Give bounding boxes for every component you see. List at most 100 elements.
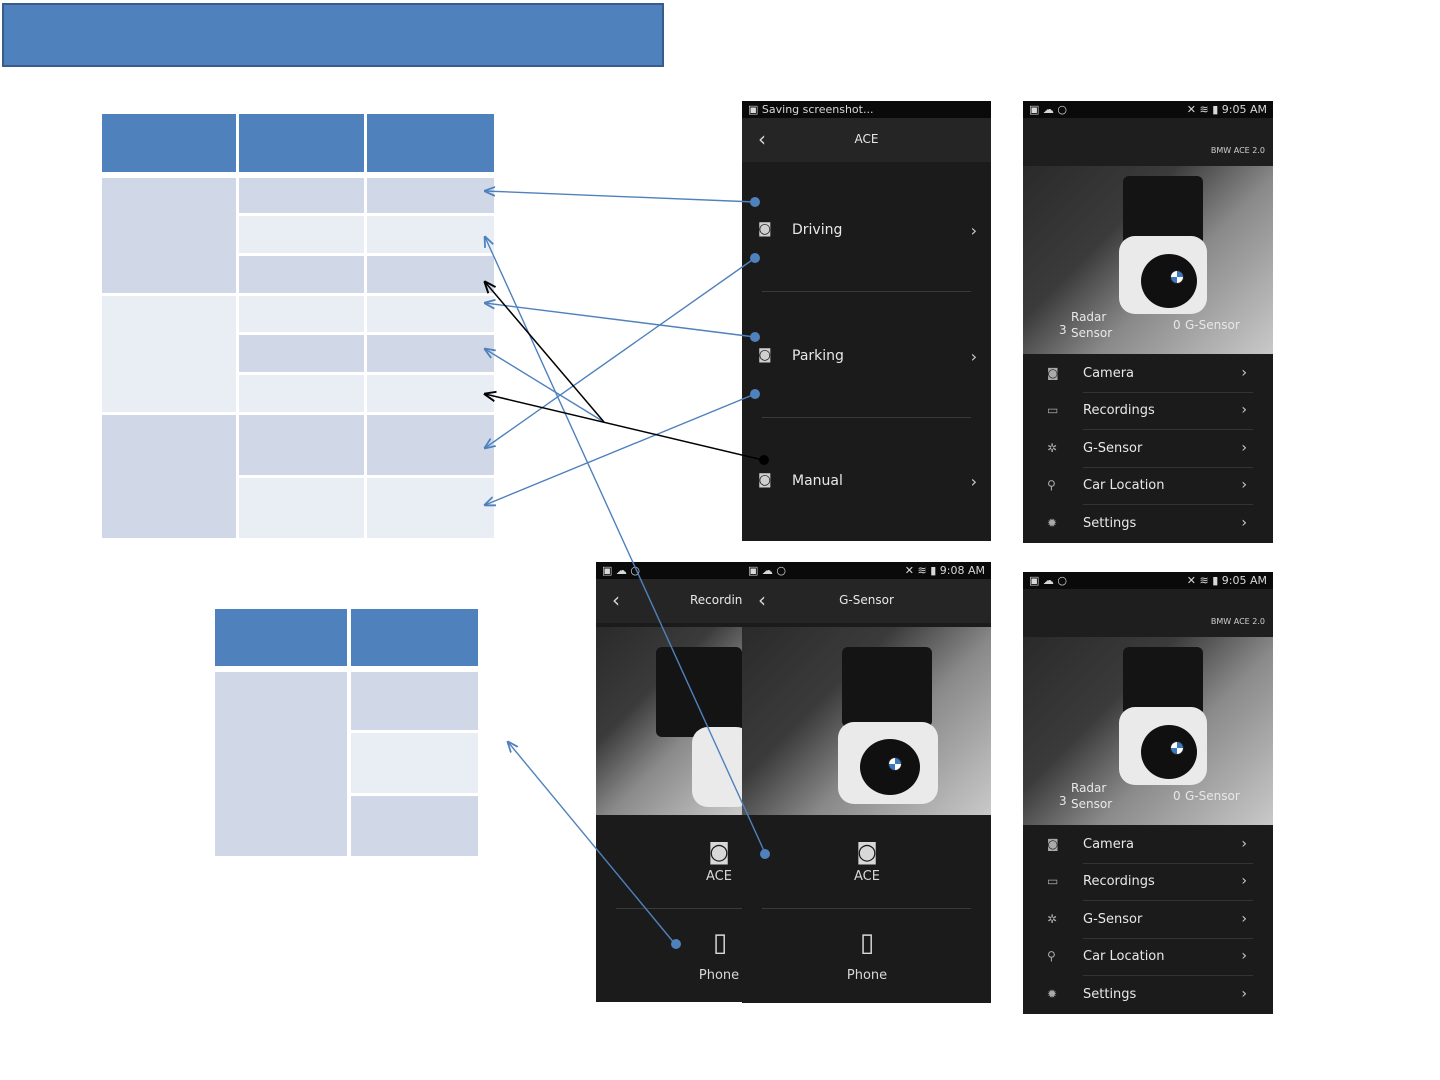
menu-item-label: G-Sensor: [1083, 912, 1143, 927]
menu-item-camera[interactable]: ◙Camera›: [1023, 356, 1273, 393]
phone-icon[interactable]: ▯: [859, 928, 875, 958]
menu-item-label: Settings: [1083, 987, 1137, 1002]
camera-icon: ◙: [758, 221, 772, 237]
notification-icons: ▣ ☁ ○: [602, 564, 640, 577]
connector-dot: [750, 253, 760, 263]
signal-icon: ✕ ≋ ▮: [904, 564, 937, 577]
back-icon[interactable]: ‹: [612, 588, 620, 612]
bmw-logo-icon: [1170, 270, 1184, 284]
camera-icon: ◙: [1047, 837, 1059, 851]
status-time: 9:05 AM: [1221, 103, 1267, 116]
radar-label-line1: Radar: [1071, 310, 1107, 324]
connector-dot: [750, 389, 760, 399]
table-group-cell: [102, 178, 236, 293]
menu-item-gsensor[interactable]: ✲G-Sensor›: [1023, 902, 1273, 939]
phone-label: Phone: [846, 968, 888, 983]
lens-shape: [1141, 254, 1197, 308]
home-screen-bottom: ▣ ☁ ○ ✕ ≋ ▮ 9:05 AM BMW ACE 2.0 3 Radar …: [1023, 572, 1273, 1014]
connector-dot: [750, 197, 760, 207]
menu-item-car-location[interactable]: ⚲ Car Location ›: [1023, 939, 1273, 976]
menu-item-label: Settings: [1083, 516, 1137, 531]
camera-icon: ◙: [758, 347, 772, 363]
table-cell: [239, 256, 364, 293]
table-header-cell: [102, 114, 236, 172]
status-time: 9:05 AM: [1221, 574, 1267, 587]
table-cell: [367, 256, 494, 293]
table-cell: [239, 415, 364, 475]
connector-arrow: [485, 191, 756, 203]
table-header-cell: [367, 114, 494, 172]
table-cell: [367, 216, 494, 253]
menu-item-gsensor[interactable]: ✲G-Sensor›: [1023, 431, 1273, 468]
mode-item-manual[interactable]: ◙ Manual ›: [742, 471, 991, 493]
mode-item-label: Parking: [792, 348, 844, 364]
chevron-right-icon: ›: [1241, 402, 1247, 418]
menu-item-settings[interactable]: ✹Settings›: [1023, 977, 1273, 1014]
dashcam-photo: [742, 627, 991, 815]
chevron-right-icon: ›: [1241, 911, 1247, 927]
divider: [1083, 392, 1253, 393]
radar-count: 3: [1059, 794, 1067, 808]
menu-item-car-location[interactable]: ⚲Car Location›: [1023, 468, 1273, 505]
mount-shape: [1123, 176, 1203, 246]
radar-label-line1: Radar: [1071, 781, 1107, 795]
divider: [1083, 975, 1253, 976]
connector-arrow: [485, 237, 766, 854]
table-cell: [351, 796, 478, 856]
menu-item-label: Recordings: [1083, 874, 1155, 889]
chevron-right-icon: ›: [970, 221, 977, 240]
location-pin-icon: ⚲: [1047, 949, 1056, 963]
back-icon[interactable]: ‹: [758, 588, 766, 612]
table-cell: [367, 296, 494, 332]
radar-label-line2: Sensor: [1071, 797, 1113, 811]
divider: [1083, 467, 1253, 468]
divider: [1083, 504, 1253, 505]
connector-dot: [760, 849, 770, 859]
mode-item-label: Driving: [792, 222, 843, 238]
phone-icon[interactable]: ▯: [712, 928, 728, 958]
menu-item-settings[interactable]: ✹Settings›: [1023, 506, 1273, 543]
notification-icons: ▣ ☁ ○: [748, 564, 786, 577]
camera-icon[interactable]: ◙: [708, 840, 730, 865]
chevron-right-icon: ›: [1241, 440, 1247, 456]
table-cell: [239, 478, 364, 538]
dashcam-photo: [1023, 166, 1273, 354]
gear-icon: ✹: [1047, 516, 1058, 530]
screen-title: ACE: [854, 132, 879, 146]
connector-arrow: [485, 257, 756, 448]
table-group-cell: [102, 415, 236, 538]
camera-icon: ◙: [1047, 366, 1059, 380]
status-bar: ▣ Saving screenshot...: [742, 101, 991, 118]
ace-label: ACE: [706, 869, 732, 884]
signal-icon: ✕ ≋ ▮: [1186, 574, 1219, 587]
menu-item-recordings[interactable]: ▭Recordings›: [1023, 864, 1273, 901]
title-bar: [2, 3, 664, 67]
back-icon[interactable]: ‹: [758, 127, 766, 151]
chevron-right-icon: ›: [970, 472, 977, 491]
header: BMW ACE 2.0: [1023, 118, 1273, 166]
table-header-cell: [239, 114, 364, 172]
chevron-right-icon: ›: [1241, 948, 1247, 964]
divider: [762, 908, 971, 909]
table-cell: [367, 178, 494, 213]
table-header-cell: [351, 609, 478, 666]
device-name: BMW ACE 2.0: [1210, 146, 1265, 155]
folder-icon: ▭: [1047, 874, 1059, 888]
connector-dot: [750, 332, 760, 342]
mode-item-parking[interactable]: ◙ Parking ›: [742, 346, 991, 368]
bmw-logo-icon: [888, 757, 902, 771]
home-screen-top: ▣ ☁ ○ ✕ ≋ ▮ 9:05 AM BMW ACE 2.0 3 Radar …: [1023, 101, 1273, 543]
notification-icons: ▣ ☁ ○: [1029, 574, 1067, 587]
dashcam-photo: [596, 627, 742, 815]
menu-item-camera[interactable]: ◙Camera›: [1023, 827, 1273, 864]
menu-item-label: G-Sensor: [1083, 441, 1143, 456]
chevron-right-icon: ›: [1241, 986, 1247, 1002]
menu-item-label: Car Location: [1083, 949, 1165, 964]
menu-item-label: Camera: [1083, 366, 1135, 381]
divider: [762, 291, 971, 292]
camera-icon[interactable]: ◙: [856, 840, 878, 865]
menu-item-recordings[interactable]: ▭Recordings›: [1023, 393, 1273, 430]
mount-shape: [656, 647, 742, 737]
mode-item-driving[interactable]: ◙ Driving ›: [742, 220, 991, 242]
